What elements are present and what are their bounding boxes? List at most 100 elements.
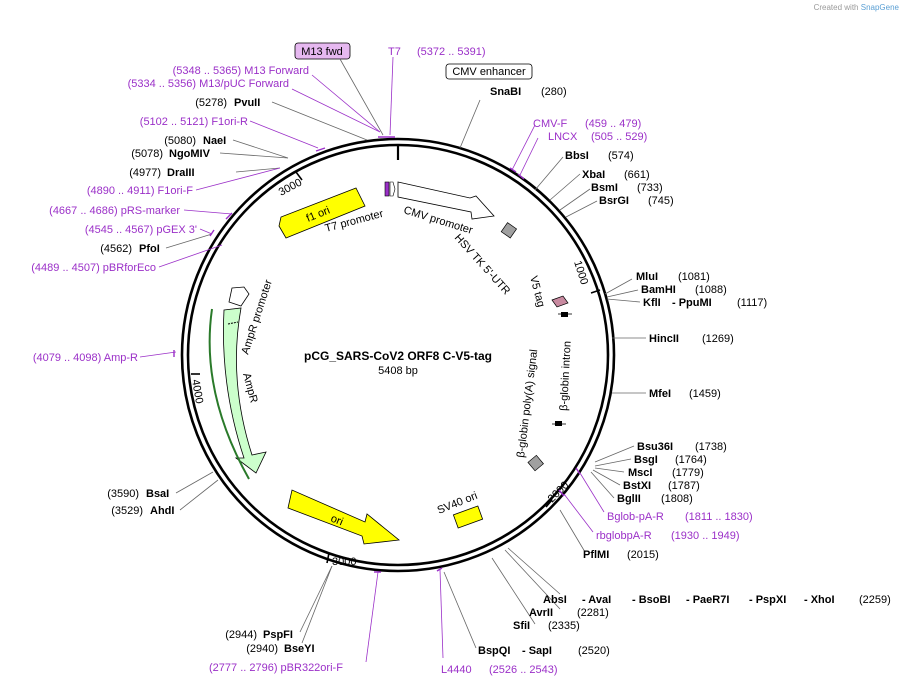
m13-fwd-box[interactable]: [294, 42, 351, 60]
m13-forward-label: (5348 .. 5365) M13 Forward: [173, 65, 309, 77]
bseyi-label: BseYI: [284, 643, 315, 655]
cmv-enhancer-label: CMV enhancer: [452, 66, 526, 78]
leader-lines: [139, 56, 646, 663]
pvuii-label: PvuII: [234, 97, 260, 109]
absi-label: AbsI: [543, 594, 567, 606]
pfoi-pos: (4562): [100, 243, 132, 255]
beta-globin-intron-label: β-globin intron: [558, 341, 574, 411]
bamhi-label: BamHI: [641, 284, 676, 296]
paer7i-label: - PaeR7I: [686, 594, 729, 606]
m13-puc-label: (5334 .. 5356) M13/pUC Forward: [128, 78, 289, 90]
ppumi-label: - PpuMI: [672, 297, 712, 309]
ori-label: ori: [329, 513, 345, 529]
v5-tag-box[interactable]: [551, 295, 569, 308]
t7-primer-label: T7: [388, 46, 401, 58]
sfii-label: SfiI: [513, 620, 530, 632]
polya-box[interactable]: [527, 454, 544, 472]
bamhi-pos: (1088): [695, 284, 727, 296]
ampr-promoter-arrow[interactable]: [228, 286, 250, 307]
bsmi-label: BsmI: [591, 182, 618, 194]
ngomiv-pos: (5078): [131, 148, 163, 160]
bglob-pa-r-label: Bglob-pA-R: [607, 511, 664, 523]
sv40-ori-box[interactable]: [452, 505, 484, 529]
mlui-pos: (1081): [678, 271, 710, 283]
bsai-label: BsaI: [146, 488, 169, 500]
beta-globin-polya-label: β-globin poly(A) signal: [515, 349, 540, 459]
intron-marker-bottom: [555, 421, 562, 426]
cmv-f-label: CMV-F: [533, 118, 568, 130]
bsgi-pos: (1764): [675, 454, 707, 466]
prs-marker-label: (4667 .. 4686) pRS-marker: [49, 205, 180, 217]
pspxi-label: - PspXI: [749, 594, 786, 606]
snapgene-credit: Created with SnapGene: [814, 3, 899, 12]
cmv-enhancer-box[interactable]: [445, 63, 533, 80]
plasmid-name: pCG_SARS-CoV2 ORF8 C-V5-tag: [304, 349, 492, 363]
pspfi-pos: (2944): [225, 629, 257, 641]
l4440-label: L4440: [441, 664, 472, 676]
m13-fwd-label: M13 fwd: [301, 46, 343, 58]
ahdi-label: AhdI: [150, 505, 174, 517]
f1ori-r-label: (5102 .. 5121) F1ori-R: [140, 116, 248, 128]
hsv-tk-label: HSV TK 5'-UTR: [452, 232, 513, 297]
intron-marker-top: [561, 312, 568, 317]
t7-primer-pos: (5372 .. 5391): [417, 46, 486, 58]
bsmi-pos: (733): [637, 182, 663, 194]
bsrgi-label: BsrGI: [599, 195, 629, 207]
msci-label: MscI: [628, 467, 652, 479]
t7-promoter-arrow[interactable]: [389, 181, 396, 197]
features: f1 ori T7 promoter CMV promoter HSV TK 5…: [208, 181, 574, 545]
xhoi-pos: (2259): [859, 594, 891, 606]
avai-label: - AvaI: [582, 594, 611, 606]
ampr-orf-line: [208, 308, 250, 480]
mfei-pos: (1459): [689, 388, 721, 400]
position-ticks: 1000 2000 3000 4000 3000: [189, 171, 601, 568]
f1-ori-arrow[interactable]: [278, 187, 366, 239]
bsgi-label: BsgI: [634, 454, 658, 466]
l4440-pos: (2526 .. 2543): [489, 664, 558, 676]
xbai-label: XbaI: [582, 169, 605, 181]
bsai-pos: (3590): [107, 488, 139, 500]
draiii-pos: (4977): [129, 167, 161, 179]
ampr-label: AmpR: [240, 372, 260, 405]
plasmid-backbone: [180, 137, 616, 573]
bsu36i-label: Bsu36I: [637, 441, 673, 453]
hincii-pos: (1269): [702, 333, 734, 345]
cmv-f-pos: (459 .. 479): [585, 118, 641, 130]
snapgene-logo: SnapGene: [860, 3, 899, 12]
snabi-pos: (280): [541, 86, 567, 98]
msci-pos: (1779): [672, 467, 704, 479]
xbai-pos: (661): [624, 169, 650, 181]
sfii-pos: (2335): [548, 620, 580, 632]
pfoi-label: PfoI: [139, 243, 160, 255]
ngomiv-label: NgoMIV: [169, 148, 211, 160]
lncx-label: LNCX: [548, 131, 578, 143]
hincii-label: HincII: [649, 333, 679, 345]
snabi-label: SnaBI: [490, 86, 521, 98]
ampr-signal-marker: [227, 321, 239, 325]
bsobi-label: - BsoBI: [632, 594, 671, 606]
cmv-promoter-arrow[interactable]: [397, 181, 495, 220]
draiii-label: DraIII: [167, 167, 195, 179]
naei-pos: (5080): [164, 135, 196, 147]
bstxi-label: BstXI: [623, 480, 651, 492]
naei-label: NaeI: [203, 135, 226, 147]
xhoi-label: - XhoI: [804, 594, 835, 606]
tick-3000: 3000: [332, 556, 356, 568]
amp-r-primer-label: (4079 .. 4098) Amp-R: [33, 352, 138, 364]
ori-arrow[interactable]: [287, 489, 400, 545]
bsrgi-pos: (745): [648, 195, 674, 207]
avrii-label: AvrII: [529, 607, 553, 619]
bglii-label: BglII: [617, 493, 641, 505]
bglob-pa-r-pos: (1811 .. 1830): [685, 511, 753, 523]
plasmid-length: 5408 bp: [378, 365, 418, 377]
ampr-arrow[interactable]: [223, 307, 267, 474]
t7-marker: [384, 181, 390, 197]
rbglobpa-r-label: rbglobpA-R: [596, 530, 652, 542]
ahdi-pos: (3529): [111, 505, 143, 517]
hsv-tk-box[interactable]: [500, 222, 518, 239]
bbsi-label: BbsI: [565, 150, 589, 162]
ppumi-pos: (1117): [737, 297, 767, 309]
pgex3-label: (4545 .. 4567) pGEX 3': [85, 224, 197, 236]
kfli-label: KflI: [643, 297, 661, 309]
pbrforeco-label: (4489 .. 4507) pBRforEco: [31, 262, 156, 274]
